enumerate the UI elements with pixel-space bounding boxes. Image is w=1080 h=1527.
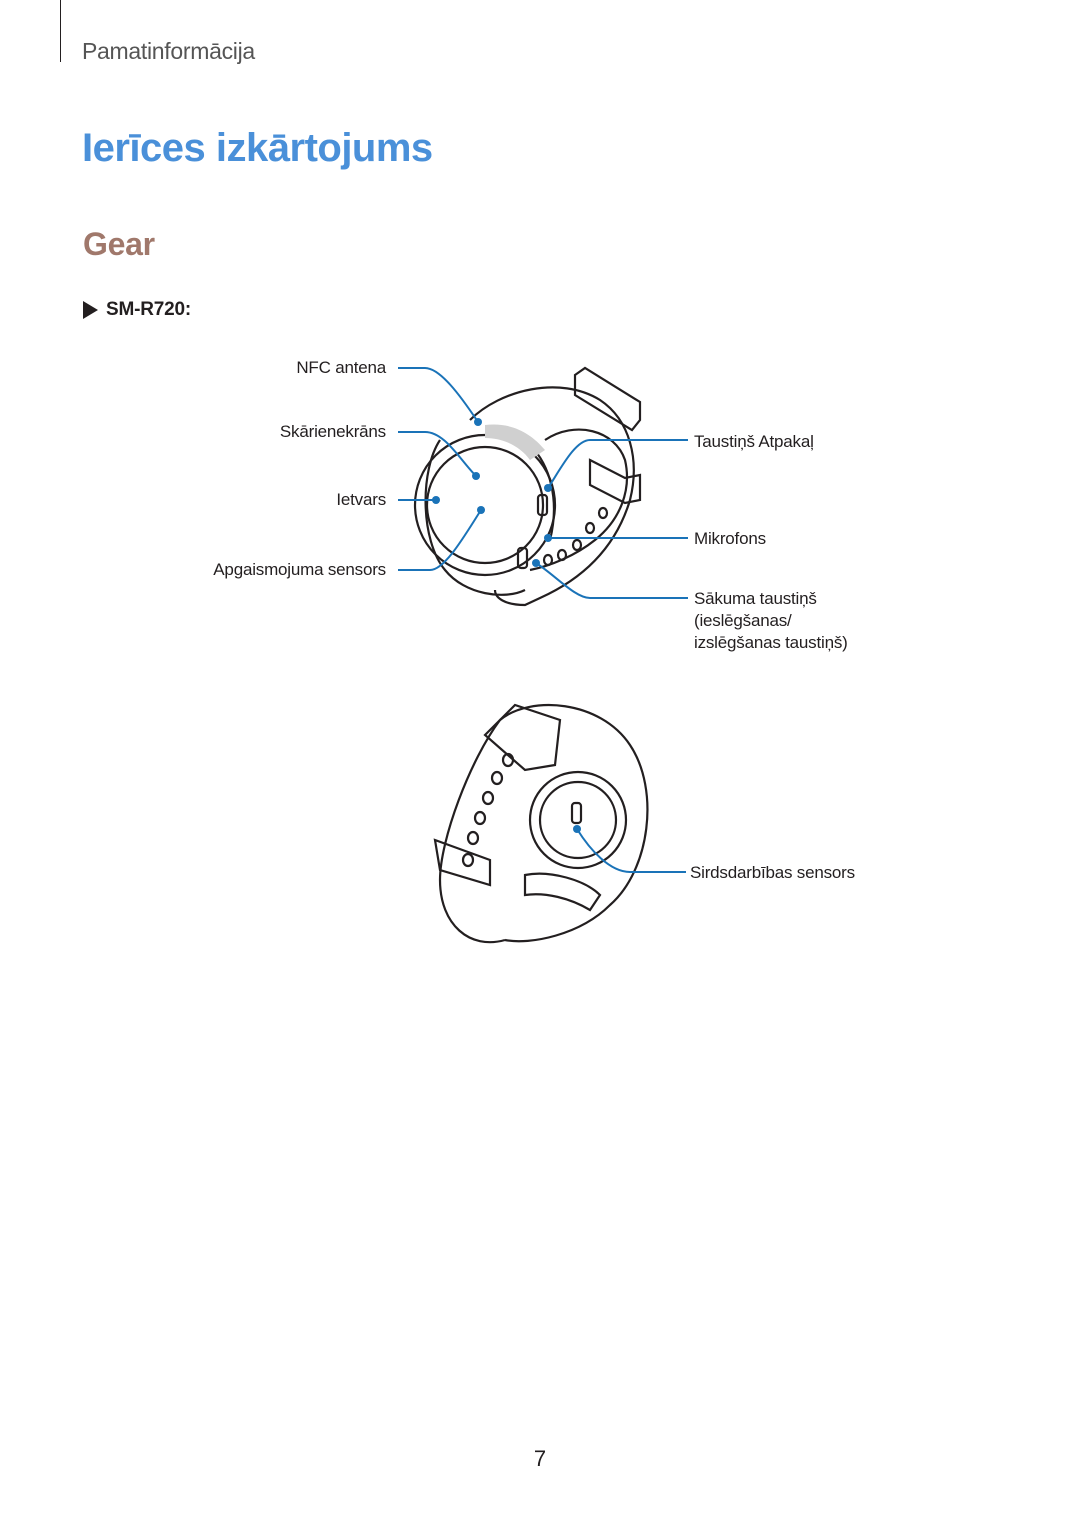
- label-nfc-antenna: NFC antena: [296, 358, 386, 377]
- label-heart-rate-sensor: Sirdsdarbības sensors: [690, 863, 855, 882]
- section-title: Gear: [83, 226, 155, 262]
- label-light-sensor: Apgaismojuma sensors: [213, 560, 386, 579]
- page-title: Ierīces izkārtojums: [82, 126, 433, 170]
- label-home-key-line3: izslēgšanas taustiņš): [694, 633, 848, 652]
- header-rule: [60, 0, 61, 62]
- page-number: 7: [533, 1446, 547, 1471]
- callout-back-key: [547, 439, 688, 489]
- callout-touchscreen: [398, 431, 477, 477]
- model-label: SM-R720:: [106, 299, 191, 320]
- label-home-key: Sākuma taustiņš (ieslēgšanas/ izslēgšana…: [694, 588, 848, 654]
- callout-nfc: [398, 367, 479, 423]
- label-microphone: Mikrofons: [694, 529, 766, 548]
- label-home-key-line1: Sākuma taustiņš: [694, 589, 817, 608]
- label-home-key-line2: (ieslēgšanas/: [694, 611, 792, 630]
- watch-back-illustration: [433, 703, 649, 944]
- play-triangle-icon: [83, 301, 98, 319]
- callout-light-sensor: [398, 509, 482, 571]
- callout-home-key: [535, 562, 688, 599]
- callout-heart-rate: [576, 828, 686, 873]
- strap-loop-mid: [588, 458, 642, 505]
- model-heading: SM-R720:: [83, 299, 191, 321]
- label-touchscreen: Skārienekrāns: [279, 422, 386, 441]
- label-back-key: Taustiņš Atpakaļ: [694, 432, 814, 451]
- strap-loop-top: [573, 366, 642, 432]
- header-section-label: Pamatinformācija: [82, 38, 255, 64]
- strap-outer: [469, 386, 635, 607]
- label-bezel: Ietvars: [336, 490, 386, 509]
